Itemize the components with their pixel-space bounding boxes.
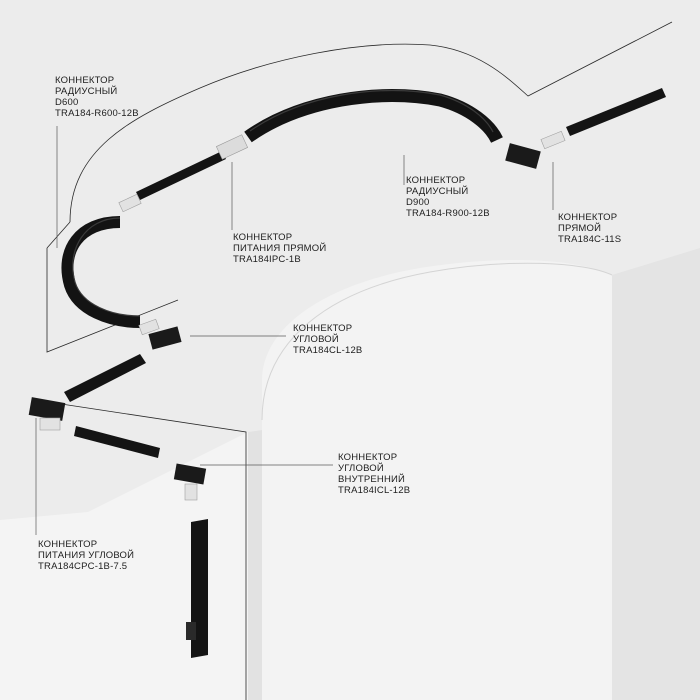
track-radius-d900	[244, 89, 503, 144]
label-line: TRA184-R600-12B	[55, 108, 139, 119]
connector-straight-11s	[540, 130, 566, 150]
connectors	[28, 130, 566, 640]
label-line: D600	[55, 97, 79, 108]
connector-straight-left	[118, 193, 142, 213]
label-line: TRA184CL-12B	[293, 345, 363, 356]
label-line: КОННЕКТОР	[558, 212, 618, 223]
label-line: РАДИУСНЫЙ	[406, 186, 469, 197]
label-angle-cl: КОННЕКТОР УГЛОВОЙ TRA184CL-12B	[293, 323, 362, 356]
connector-power-angle	[28, 397, 66, 421]
label-line: ПИТАНИЯ ПРЯМОЙ	[233, 243, 327, 254]
label-straight-11s: КОННЕКТОР ПРЯМОЙ TRA184C-11S	[558, 212, 621, 245]
label-line: УГЛОВОЙ	[293, 334, 339, 345]
label-line: ПРЯМОЙ	[558, 223, 602, 234]
track-straight-1	[136, 151, 226, 200]
label-line: TRA184CPC-1B-7.5	[38, 561, 128, 572]
right-wall	[612, 248, 700, 700]
label-line: УГЛОВОЙ	[338, 463, 384, 474]
connector-power-angle-white	[39, 417, 61, 431]
connector-power-straight	[215, 134, 249, 160]
rounded-column	[262, 259, 612, 700]
label-line: КОННЕКТОР	[38, 539, 98, 550]
label-power-straight: КОННЕКТОР ПИТАНИЯ ПРЯМОЙ TRA184IPC-1B	[233, 232, 326, 265]
connector-angle-internal-white	[184, 483, 198, 501]
label-line: КОННЕКТОР	[55, 75, 115, 86]
label-line: TRA184ICL-12B	[338, 485, 411, 496]
label-line: КОННЕКТОР	[293, 323, 353, 334]
track-straight-3	[64, 354, 146, 402]
label-line: TRA184IPC-1B	[233, 254, 301, 265]
track-radius-d600-groove	[72, 217, 141, 317]
label-line: TRA184-R900-12B	[406, 208, 490, 219]
track-radius-d900-groove	[249, 89, 494, 133]
track-radius-d600	[61, 216, 141, 328]
track-straight-2	[566, 88, 666, 136]
label-power-angle: КОННЕКТОР ПИТАНИЯ УГЛОВОЙ TRA184CPC-1B-7…	[38, 539, 134, 572]
label-line: КОННЕКТОР	[406, 175, 466, 186]
label-line: КОННЕКТОР	[338, 452, 398, 463]
label-angle-internal: КОННЕКТОР УГЛОВОЙ ВНУТРЕННИЙ TRA184ICL-1…	[338, 452, 410, 496]
label-radius-d600: КОННЕКТОР РАДИУСНЫЙ D600 TRA184-R600-12B	[55, 75, 139, 119]
leader-lines	[35, 126, 554, 535]
label-line: D900	[406, 197, 430, 208]
connector-angle-cl	[148, 326, 182, 350]
connector-r900-box	[505, 143, 541, 169]
label-line: РАДИУСНЫЙ	[55, 86, 118, 97]
connector-angle-cl-white	[138, 318, 160, 336]
label-line: TRA184C-11S	[558, 234, 622, 245]
ceiling-outline	[34, 21, 673, 700]
label-line: КОННЕКТОР	[233, 232, 293, 243]
label-radius-d900: КОННЕКТОР РАДИУСНЫЙ D900 TRA184-R900-12B	[406, 175, 490, 219]
column-edge	[261, 262, 613, 421]
track-straight-4	[74, 426, 160, 458]
end-cap-bottom	[186, 622, 196, 640]
connector-angle-internal	[173, 463, 207, 485]
left-wall-shadow	[248, 430, 262, 700]
label-line: ПИТАНИЯ УГЛОВОЙ	[38, 550, 135, 561]
label-line: ВНУТРЕННИЙ	[338, 474, 406, 485]
